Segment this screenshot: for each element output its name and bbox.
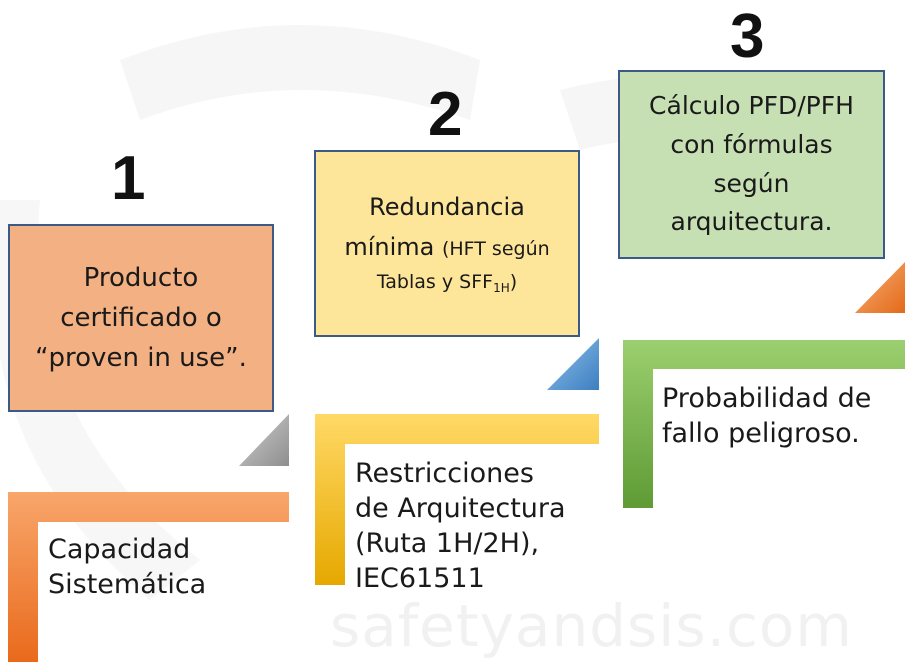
- step-3-box-line: según: [713, 168, 790, 198]
- step-1-label-line: Capacidad: [48, 534, 191, 565]
- step-2-box-line: mínima (HFT según: [344, 228, 549, 268]
- step-3-triangle: [855, 262, 905, 313]
- step-1-box: Producto certificado o “proven in use”.: [8, 224, 274, 412]
- step-3-box: Cálculo PFD/PFH con fórmulas según arqui…: [618, 70, 885, 259]
- step-2-box: Redundancia mínima (HFT según Tablas y S…: [314, 150, 580, 337]
- step-1-box-line: “proven in use”.: [35, 343, 247, 374]
- step-1-number: 1: [111, 144, 146, 213]
- step-2-box-line: Redundancia: [369, 193, 525, 221]
- step-1-bracket: [8, 492, 289, 662]
- step-1-box-line: certificado o: [60, 302, 222, 333]
- step-2-triangle: [547, 338, 599, 390]
- step-2-label-line: (Ruta 1H/2H),: [355, 528, 540, 560]
- step-2-box-text: mínima: [344, 232, 435, 261]
- step-2-label-line: IEC61511: [355, 563, 485, 595]
- step-3-box-line: con fórmulas: [670, 129, 833, 159]
- step-1-triangle: [239, 414, 289, 466]
- step-3-label-line: fallo peligroso.: [662, 418, 860, 450]
- step-2-box-line: Tablas y SFF1H): [344, 267, 549, 299]
- step-1-label-line: Sistemática: [48, 569, 207, 601]
- step-2-label-line: de Arquitectura: [355, 493, 566, 525]
- step-2-box-subscript: 1H: [493, 281, 510, 296]
- step-2-label: Restricciones de Arquitectura (Ruta 1H/2…: [355, 456, 566, 596]
- step-3-box-line: arquitectura.: [670, 207, 833, 237]
- watermark-text: safetyandsis.com: [330, 592, 853, 660]
- step-2-label-line: Restricciones: [355, 458, 534, 489]
- step-3-box-line: Cálculo PFD/PFH: [649, 91, 854, 120]
- step-1-box-line: Producto: [83, 262, 199, 293]
- step-3-label-line: Probabilidad de: [662, 383, 872, 414]
- step-2-box-text-small: (HFT según: [441, 237, 550, 260]
- step-3-number: 3: [730, 2, 765, 71]
- step-1-label: Capacidad Sistemática: [48, 532, 206, 602]
- step-2-number: 2: [428, 80, 463, 149]
- step-2-box-text: Tablas y SFF: [376, 271, 494, 294]
- step-2-bracket: [315, 414, 599, 585]
- step-2-box-text: ): [509, 271, 518, 294]
- step-3-label: Probabilidad de fallo peligroso.: [662, 381, 871, 451]
- step-3-bracket: [623, 340, 905, 508]
